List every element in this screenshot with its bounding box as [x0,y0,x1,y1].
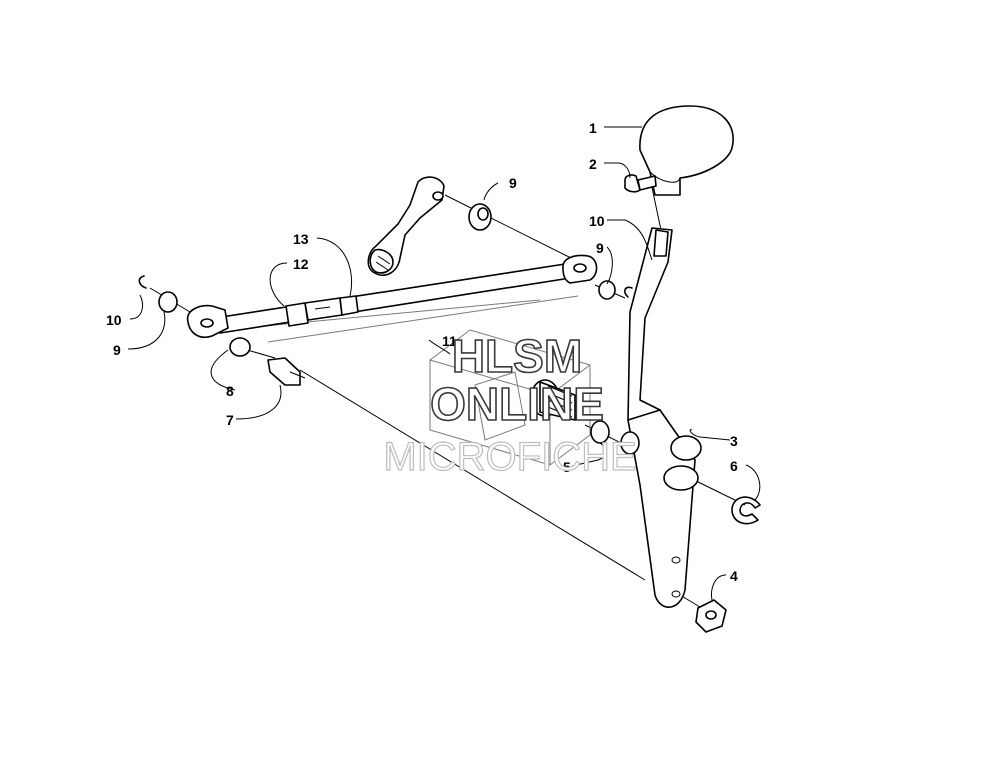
callout-6: 6 [730,458,738,474]
callout-4: 4 [730,568,738,584]
callout-labels: 1 2 3 4 5 6 7 8 9 9 9 10 10 11 12 13 [106,120,738,584]
shift-knob [639,105,734,196]
shift-arm [367,176,445,276]
callout-10-left: 10 [106,312,122,328]
callout-2: 2 [589,156,597,172]
watermark-line-2: ONLINE [430,378,604,430]
callout-7: 7 [226,412,234,428]
watermark-line-1: HLSM [452,330,582,382]
callout-10-right: 10 [589,213,605,229]
pivot-bracket-assembly [429,329,591,466]
callout-8: 8 [226,383,234,399]
leader-lines [127,126,761,601]
callout-9-left: 9 [113,342,121,358]
callout-13: 13 [293,231,309,247]
callout-3: 3 [730,433,738,449]
callout-1: 1 [589,120,597,136]
callout-11: 11 [442,333,457,349]
callout-12: 12 [293,256,309,272]
shift-lever [627,227,702,608]
watermark: HLSM ONLINE MICROFICHE [383,329,638,479]
washers-and-clips [138,203,761,525]
watermark-line-3: MICROFICHE [383,435,636,479]
callout-9-top: 9 [509,175,517,191]
callout-5: 5 [563,459,571,475]
flange-nut [695,599,727,633]
knob-screw [624,174,657,193]
callout-9-right: 9 [596,240,604,256]
shift-rod [186,254,598,338]
